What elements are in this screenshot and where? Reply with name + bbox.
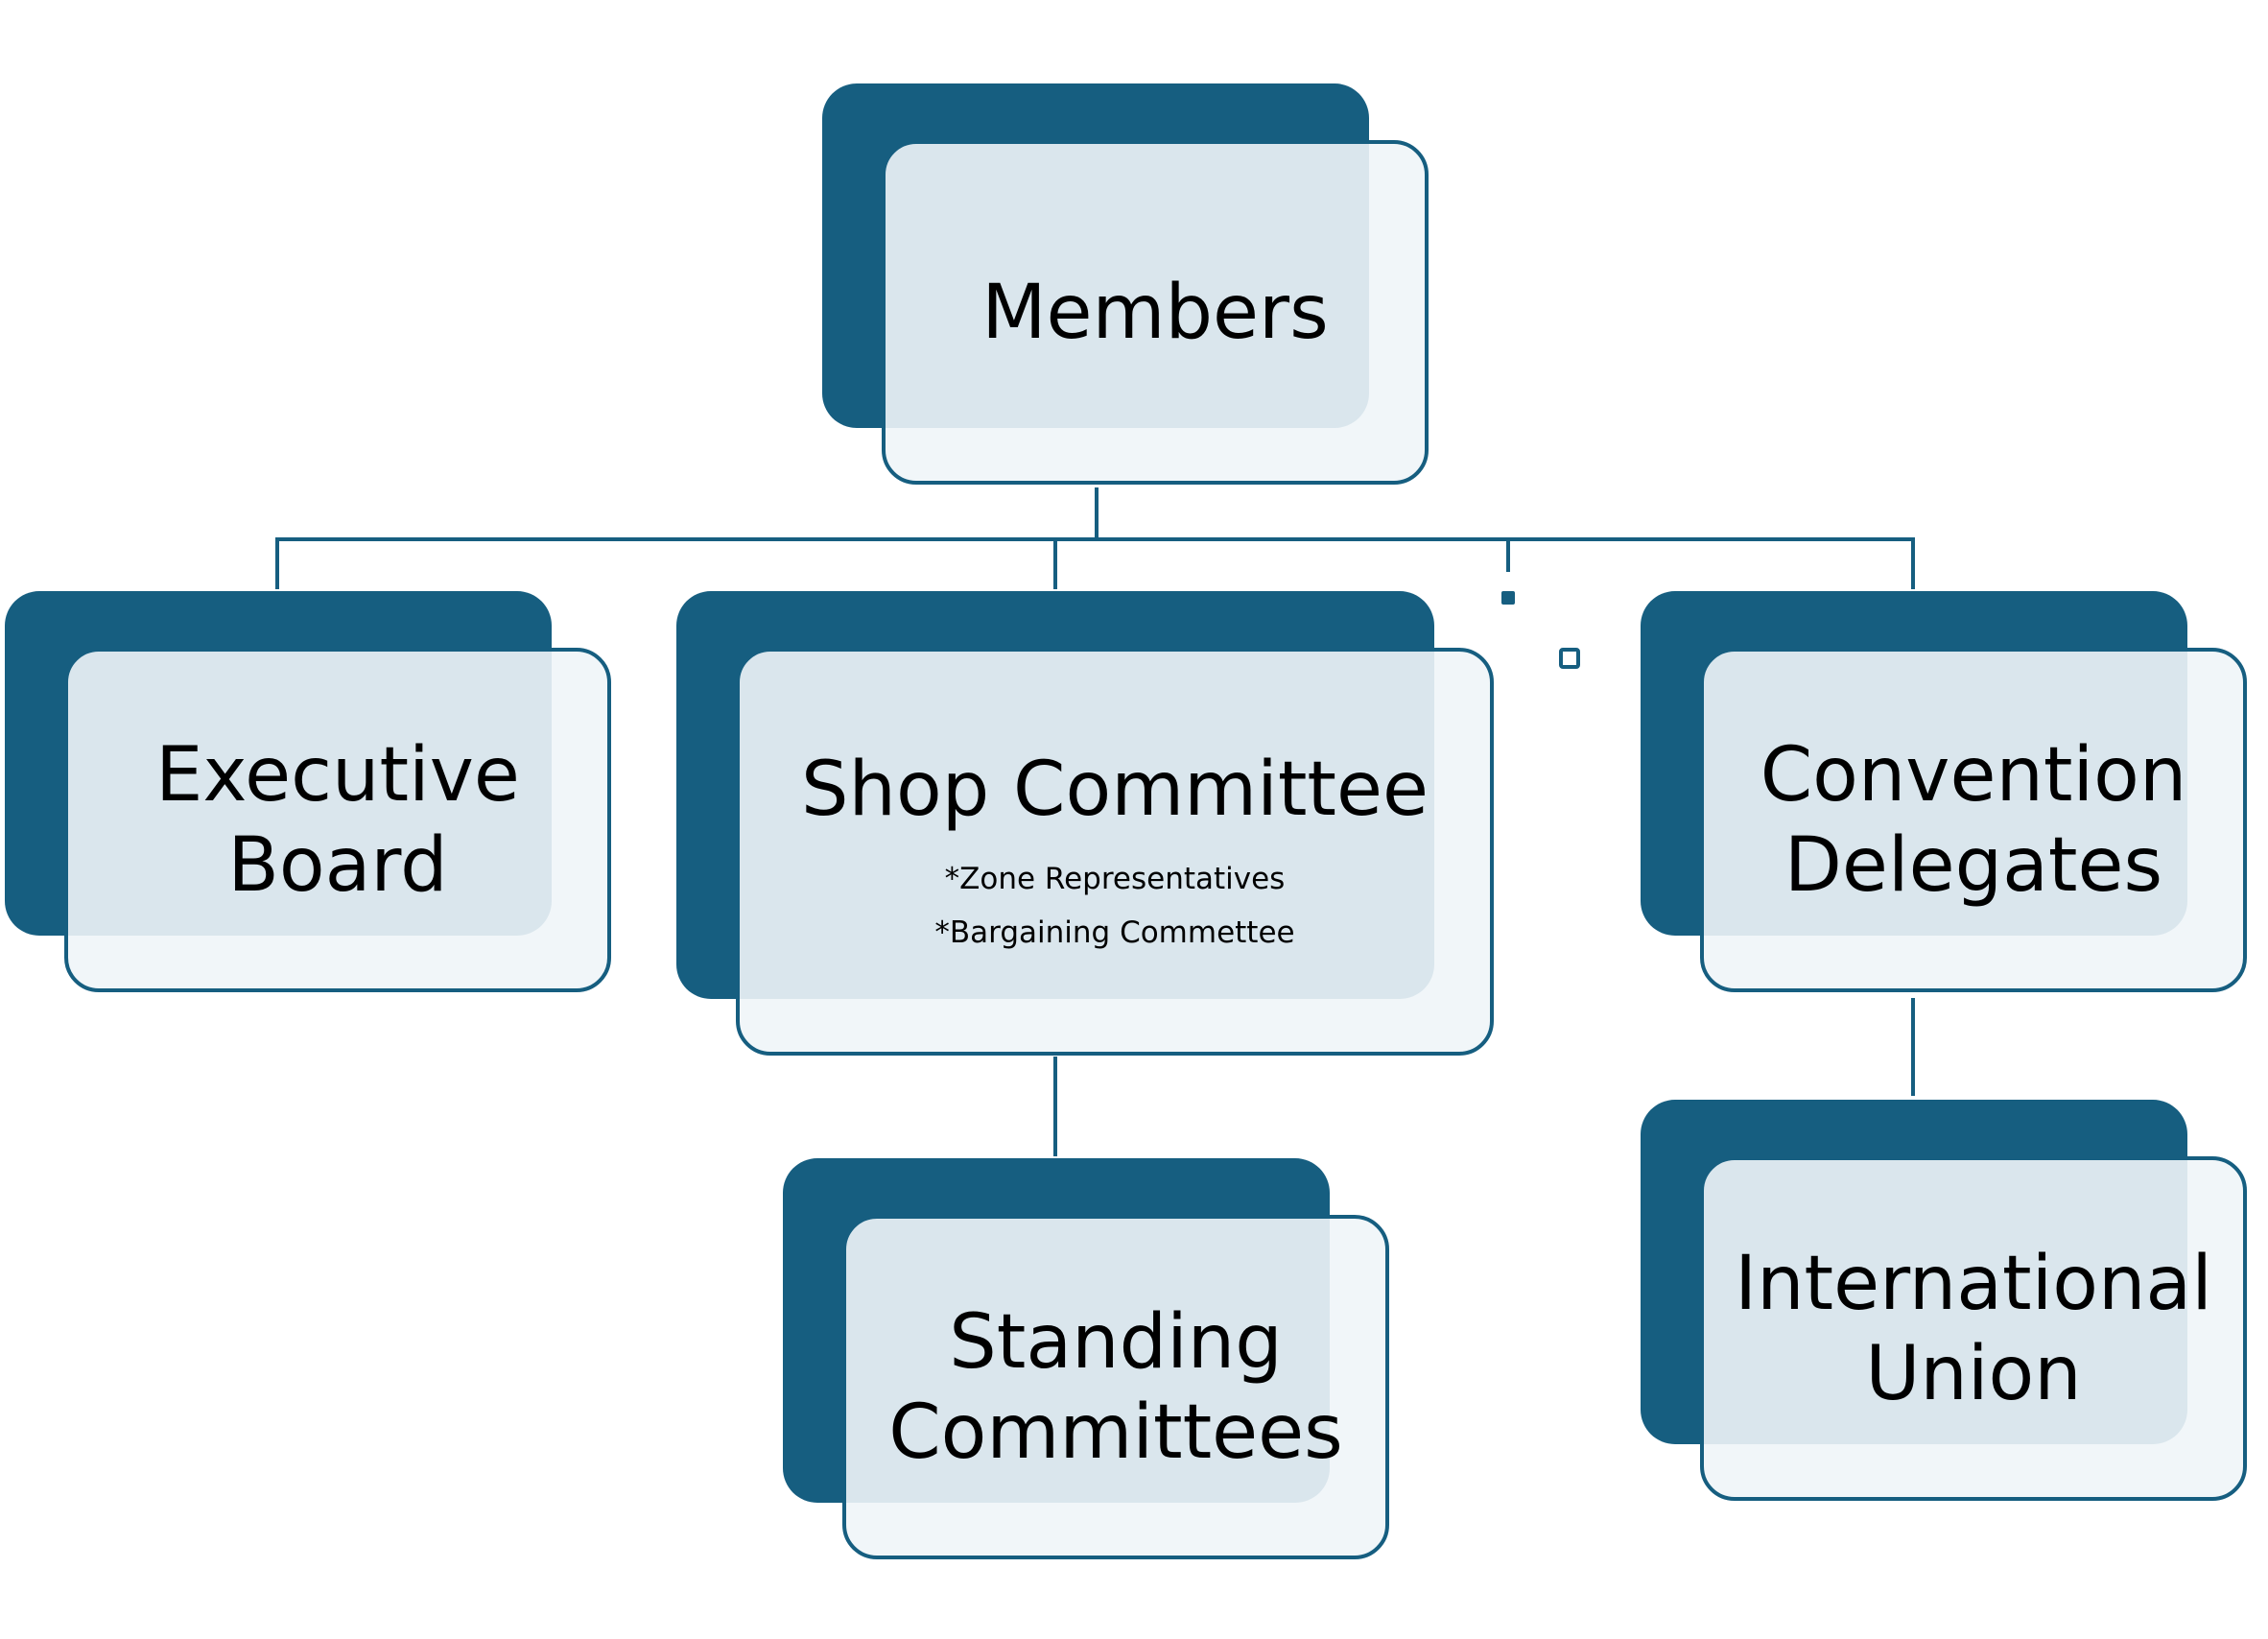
node-international-union-box: International Union xyxy=(1700,1156,2247,1501)
node-international-union-title: International Union xyxy=(1735,1240,2212,1417)
node-shop-committee-notes: *Zone Representatives *Bargaining Commet… xyxy=(934,852,1294,960)
node-executive-board-title: Executive Board xyxy=(155,731,520,909)
node-convention-delegates-box: Convention Delegates xyxy=(1700,648,2247,992)
node-convention-delegates-title: Convention Delegates xyxy=(1760,731,2187,909)
node-shop-committee-box: Shop Committee *Zone Representatives *Ba… xyxy=(736,648,1494,1056)
node-members-title: Members xyxy=(981,269,1329,356)
node-members-box: Members xyxy=(882,140,1429,485)
node-standing-committees-box: Standing Committees xyxy=(842,1215,1389,1559)
node-standing-committees-title: Standing Committees xyxy=(888,1298,1343,1476)
note-zone-representatives: *Zone Representatives xyxy=(944,861,1286,896)
node-shop-committee-title: Shop Committee xyxy=(801,746,1429,833)
note-bargaining-committee: *Bargaining Commettee xyxy=(934,915,1295,950)
decorative-dot-solid xyxy=(1501,591,1515,605)
decorative-dot-outline xyxy=(1559,648,1580,669)
node-executive-board-box: Executive Board xyxy=(64,648,611,992)
